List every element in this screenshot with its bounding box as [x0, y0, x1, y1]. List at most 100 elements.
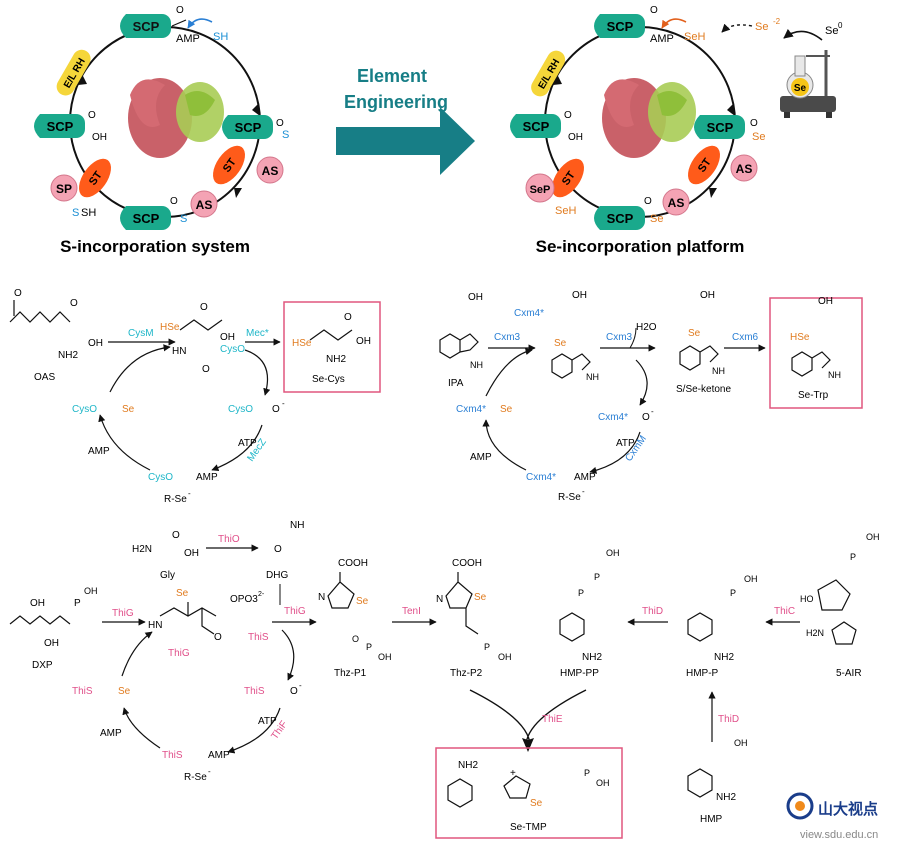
nucleophile-arrow [187, 18, 213, 29]
left-panel-title: S-incorporation system [60, 237, 250, 256]
5-air-label: 5-AIR [836, 668, 862, 679]
svg-text:N: N [436, 594, 443, 605]
svg-text:Cxm6: Cxm6 [732, 332, 759, 343]
svg-text:O: O [276, 118, 284, 129]
eil-rh-pill: E/L RH [56, 49, 91, 96]
hmp-pp-label: HMP-PP [560, 668, 599, 679]
ketone-label: S/Se-ketone [676, 384, 731, 395]
scp-top-right: SCP [594, 14, 645, 38]
svg-text:Cxm4*: Cxm4* [456, 404, 486, 415]
svg-text:O: O [202, 364, 210, 375]
svg-text:-: - [188, 489, 191, 498]
svg-text:Se: Se [530, 798, 543, 809]
se-tmp-label: Se-TMP [510, 822, 547, 833]
svg-text:-: - [651, 407, 654, 416]
svg-text:-: - [299, 681, 302, 690]
flask-on-hotplate-icon: Se [780, 50, 836, 118]
svg-text:Se: Se [356, 596, 369, 607]
svg-text:HSe: HSe [160, 322, 180, 333]
svg-text:AMP: AMP [88, 446, 110, 457]
se-tmp-pathway: H2N O OH Gly ThiO NH O DHG OH OH P OH DX… [9, 520, 880, 839]
svg-text:H2N: H2N [132, 544, 152, 555]
svg-text:ThiS: ThiS [248, 632, 269, 643]
thiocarboxylate-s: S [282, 129, 289, 141]
svg-text:HN: HN [148, 620, 162, 631]
nucleophile-arrow [661, 18, 687, 29]
svg-text:ATP: ATP [616, 438, 635, 449]
eil-rh-pill: E/L RH [531, 50, 566, 97]
svg-text:O: O [14, 288, 22, 299]
svg-text:O: O [352, 634, 359, 644]
svg-text:P: P [594, 572, 600, 582]
svg-text:OH: OH [818, 296, 833, 307]
svg-text:TenI: TenI [402, 606, 421, 617]
dhg-label: DHG [266, 570, 288, 581]
svg-text:ThiG: ThiG [168, 648, 190, 659]
svg-text:OH: OH [572, 290, 587, 301]
thz-p1-label: Thz-P1 [334, 668, 367, 679]
oas-label: OAS [34, 372, 55, 383]
svg-text:NH2: NH2 [716, 792, 736, 803]
svg-text:AMP: AMP [574, 472, 596, 483]
svg-text:-2: -2 [773, 17, 781, 26]
svg-text:COOH: COOH [452, 558, 482, 569]
svg-text:ThiS: ThiS [162, 750, 183, 761]
svg-text:Se: Se [176, 588, 189, 599]
svg-text:AMP: AMP [196, 472, 218, 483]
gly-label: Gly [160, 570, 175, 581]
svg-text:ThiG: ThiG [112, 608, 134, 619]
svg-text:O: O [344, 312, 352, 323]
svg-text:ATP: ATP [258, 716, 277, 727]
dxp-label: DXP [32, 660, 53, 671]
svg-text:O: O [88, 110, 96, 121]
svg-text:Se: Se [650, 213, 663, 225]
svg-text:NH: NH [712, 366, 725, 376]
cycle-arrow [78, 74, 87, 85]
cysm-enzyme: CysM [128, 328, 154, 339]
protein-structure-icon [128, 78, 224, 158]
scp-left-left: SCP [34, 114, 85, 138]
protein-structure-icon [602, 78, 696, 158]
cycle-arrow [252, 104, 260, 116]
svg-text:ThiD: ThiD [642, 606, 663, 617]
svg-text:OH: OH [220, 332, 235, 343]
svg-text:+: + [510, 768, 516, 779]
svg-text:O: O [642, 412, 650, 423]
svg-text:OH: OH [468, 292, 483, 303]
svg-text:R-Se: R-Se [184, 772, 207, 783]
svg-text:AMP: AMP [208, 750, 230, 761]
svg-text:O: O [214, 632, 222, 643]
svg-text:O: O [650, 5, 658, 16]
svg-text:HN: HN [172, 346, 186, 357]
svg-text:SCP: SCP [707, 120, 734, 135]
svg-text:AMP: AMP [470, 452, 492, 463]
svg-text:CysO: CysO [228, 404, 253, 415]
scp-right-left: SCP [222, 115, 273, 139]
svg-text:SCP: SCP [235, 120, 262, 135]
svg-text:NH: NH [586, 372, 599, 382]
se-cys-label: Se-Cys [312, 374, 345, 385]
svg-text:Se: Se [688, 328, 701, 339]
selenide-label: Se [755, 21, 768, 33]
svg-text:O: O [70, 298, 78, 309]
svg-text:SeP: SeP [530, 184, 551, 196]
svg-text:OH: OH [744, 574, 758, 584]
st-enzyme-left: ST [552, 158, 584, 198]
s-incorporation-panel: SCP O AMP SH E/L RH SCP O S SCP O OH ST [34, 5, 289, 256]
svg-text:P: P [584, 768, 590, 778]
svg-text:Se: Se [500, 404, 513, 415]
svg-text:CysO: CysO [220, 344, 245, 355]
svg-text:P: P [850, 552, 856, 562]
svg-text:SCP: SCP [523, 119, 550, 134]
hmp-label: HMP [700, 814, 723, 825]
thz-p2-label: Thz-P2 [450, 668, 483, 679]
scp-right-right: SCP [694, 115, 745, 139]
svg-text:OH: OH [378, 652, 392, 662]
svg-text:Se: Se [752, 131, 765, 143]
svg-text:P: P [730, 588, 736, 598]
svg-text:HSe: HSe [790, 332, 810, 343]
svg-text:0: 0 [838, 21, 843, 30]
svg-text:Engineering: Engineering [344, 92, 448, 112]
